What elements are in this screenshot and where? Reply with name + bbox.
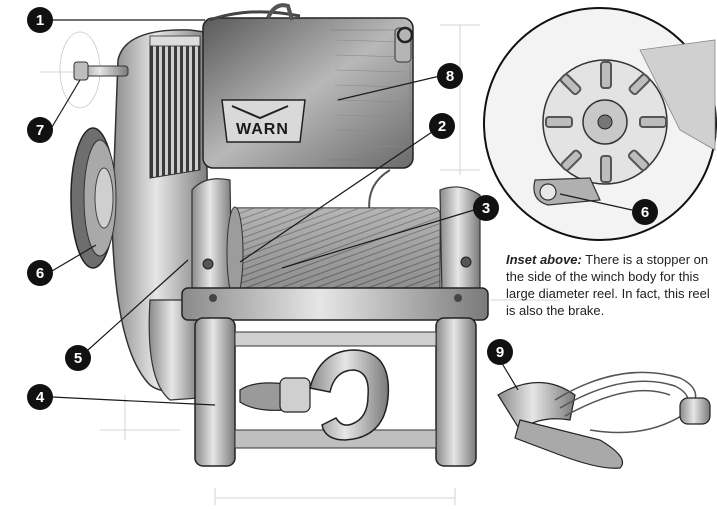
brand-logo-plate: WARN <box>221 99 306 143</box>
callout-2: 2 <box>429 113 455 139</box>
svg-text:6: 6 <box>36 265 44 282</box>
sketch-guidelines <box>40 24 560 505</box>
svg-text:9: 9 <box>496 344 504 361</box>
brake-inset <box>483 7 717 241</box>
svg-text:3: 3 <box>482 200 490 217</box>
svg-text:5: 5 <box>74 350 82 367</box>
callout-8: 8 <box>437 63 463 89</box>
callout-6: 6 <box>27 260 53 286</box>
clutch-knob <box>70 127 117 269</box>
winch-motor <box>202 3 414 169</box>
cable-drum <box>226 206 441 300</box>
callout-4: 4 <box>27 384 53 410</box>
svg-text:1: 1 <box>36 12 44 29</box>
callout-badges: 1 2 3 4 5 6 6 7 <box>27 7 658 410</box>
inset-caption-lead: Inset above: <box>506 252 582 267</box>
callout-7: 7 <box>27 117 53 143</box>
logo-text: WARN <box>236 121 289 138</box>
svg-text:6: 6 <box>641 204 649 221</box>
callout-6-inset: 6 <box>632 199 658 225</box>
svg-text:2: 2 <box>438 118 446 135</box>
callout-5: 5 <box>65 345 91 371</box>
svg-text:7: 7 <box>36 122 44 139</box>
callout-9: 9 <box>487 339 513 365</box>
svg-text:8: 8 <box>446 68 454 85</box>
leader-lines <box>51 19 633 406</box>
winch-hook <box>239 349 390 441</box>
mounting-stud <box>73 61 129 81</box>
svg-text:4: 4 <box>36 389 45 406</box>
callout-3: 3 <box>473 195 499 221</box>
inset-caption-body: There is a stopper on the side of the wi… <box>506 252 710 318</box>
remote-control <box>497 371 711 469</box>
callout-1: 1 <box>27 7 53 33</box>
inset-caption: Inset above: There is a stopper on the s… <box>506 251 714 319</box>
